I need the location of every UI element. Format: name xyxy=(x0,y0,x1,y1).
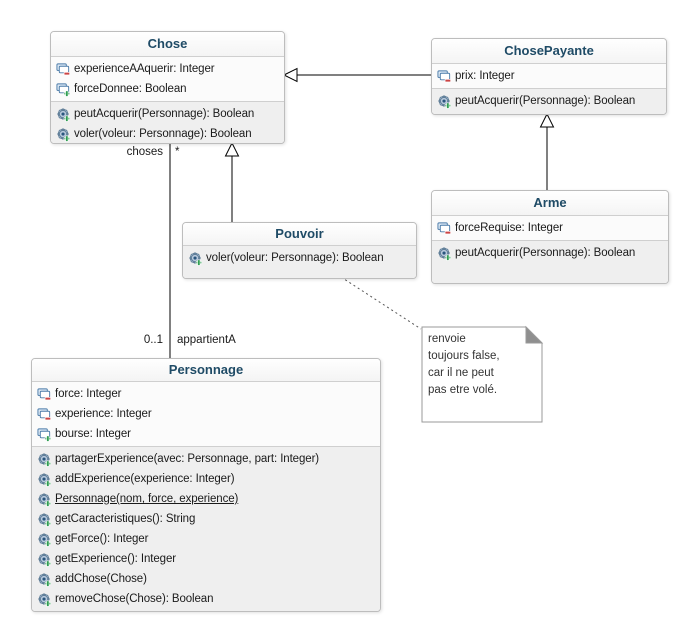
operations-compartment: voler(voleur: Personnage): Boolean xyxy=(183,246,416,278)
class-title: Arme xyxy=(432,191,668,216)
uml-operation-row: peutAcquerir(Personnage): Boolean xyxy=(432,243,668,263)
operation-public-icon xyxy=(37,572,52,587)
member-label: forceRequise: Integer xyxy=(455,222,563,234)
operation-public-icon xyxy=(188,251,203,266)
member-label: removeChose(Chose): Boolean xyxy=(55,593,214,605)
member-label: experience: Integer xyxy=(55,408,152,420)
operation-public-icon xyxy=(37,592,52,607)
member-label: prix: Integer xyxy=(455,70,515,82)
uml-attribute-row: force: Integer xyxy=(32,384,380,404)
note-anchor-dotted-line xyxy=(340,276,422,330)
member-label: getForce(): Integer xyxy=(55,533,149,545)
operations-compartment: peutAcquerir(Personnage): Boolean xyxy=(432,89,666,114)
operation-public-icon xyxy=(437,246,452,261)
member-label: experienceAAquerir: Integer xyxy=(74,63,215,75)
class-chose[interactable]: Chose experienceAAquerir: Integer forceD… xyxy=(50,31,285,144)
uml-operation-row: addChose(Chose) xyxy=(32,569,380,589)
hollow-triangle-arrowhead xyxy=(282,67,298,83)
uml-note[interactable]: renvoie toujours false, car il ne peut p… xyxy=(428,331,534,399)
attributes-compartment: forceRequise: Integer xyxy=(432,216,668,241)
class-title: ChosePayante xyxy=(432,39,666,64)
uml-operation-row: getExperience(): Integer xyxy=(32,549,380,569)
operation-public-icon xyxy=(56,127,71,142)
uml-operation-row: getForce(): Integer xyxy=(32,529,380,549)
operations-compartment: partagerExperience(avec: Personnage, par… xyxy=(32,447,380,611)
association-multiplicity-star: * xyxy=(175,146,180,158)
attribute-private-icon xyxy=(56,62,71,77)
member-label: partagerExperience(avec: Personnage, par… xyxy=(55,453,320,465)
member-label: peutAcquerir(Personnage): Boolean xyxy=(455,247,636,259)
member-label: voler(voleur: Personnage): Boolean xyxy=(206,252,384,264)
operation-public-icon xyxy=(37,532,52,547)
attribute-private-icon xyxy=(37,407,52,422)
uml-operation-row: Personnage(nom, force, experience) xyxy=(32,489,380,509)
member-label: peutAcquerir(Personnage): Boolean xyxy=(74,108,255,120)
uml-attribute-row: bourse: Integer xyxy=(32,424,380,444)
class-title: Pouvoir xyxy=(183,223,416,246)
attribute-public-icon xyxy=(37,427,52,442)
class-chosepayante[interactable]: ChosePayante prix: Integer peutAcquerir(… xyxy=(431,38,667,115)
operations-compartment: peutAcquerir(Personnage): Boolean voler(… xyxy=(51,102,284,144)
operation-public-icon xyxy=(37,552,52,567)
member-label: forceDonnee: Boolean xyxy=(74,83,187,95)
operation-public-icon xyxy=(37,512,52,527)
member-label: bourse: Integer xyxy=(55,428,131,440)
generalization-chosepayante-to-chose xyxy=(282,67,431,83)
uml-operation-row: addExperience(experience: Integer) xyxy=(32,469,380,489)
class-title: Personnage xyxy=(32,359,380,382)
note-line: car il ne peut xyxy=(428,367,494,379)
member-label: addExperience(experience: Integer) xyxy=(55,473,235,485)
uml-operation-row: getCaracteristiques(): String xyxy=(32,509,380,529)
attribute-private-icon xyxy=(437,221,452,236)
uml-attribute-row: experience: Integer xyxy=(32,404,380,424)
attributes-compartment: prix: Integer xyxy=(432,64,666,89)
class-title: Chose xyxy=(51,32,284,57)
member-label: force: Integer xyxy=(55,388,122,400)
generalization-pouvoir-to-chose xyxy=(224,141,240,222)
attribute-public-icon xyxy=(56,82,71,97)
operation-public-icon xyxy=(37,452,52,467)
uml-operation-row: partagerExperience(avec: Personnage, par… xyxy=(32,449,380,469)
class-arme[interactable]: Arme forceRequise: Integer peutAcquerir(… xyxy=(431,190,669,284)
attributes-compartment: force: Integer experience: Integer bours… xyxy=(32,382,380,447)
uml-operation-row: removeChose(Chose): Boolean xyxy=(32,589,380,609)
association-multiplicity-0-1: 0..1 xyxy=(143,334,163,346)
operation-public-icon xyxy=(37,492,52,507)
member-label: getExperience(): Integer xyxy=(55,553,176,565)
hollow-triangle-arrowhead xyxy=(539,112,555,128)
member-label: voler(voleur: Personnage): Boolean xyxy=(74,128,252,140)
hollow-triangle-arrowhead xyxy=(224,141,240,157)
note-line: pas etre volé. xyxy=(428,384,498,396)
uml-attribute-row: forceDonnee: Boolean xyxy=(51,79,284,99)
uml-operation-row: voler(voleur: Personnage): Boolean xyxy=(183,248,416,268)
member-label: addChose(Chose) xyxy=(55,573,147,585)
operation-public-icon xyxy=(56,107,71,122)
association-name-appartienta: appartientA xyxy=(177,334,236,346)
note-line: toujours false, xyxy=(428,350,500,362)
member-label-constructor: Personnage(nom, force, experience) xyxy=(55,493,239,505)
uml-operation-row: peutAcquerir(Personnage): Boolean xyxy=(51,104,284,124)
generalization-arme-to-chosepayante xyxy=(539,112,555,190)
operation-public-icon xyxy=(37,472,52,487)
operations-compartment: peutAcquerir(Personnage): Boolean xyxy=(432,241,668,283)
note-line: renvoie xyxy=(428,333,466,345)
class-personnage[interactable]: Personnage force: Integer experience: In… xyxy=(31,358,381,612)
member-label: peutAcquerir(Personnage): Boolean xyxy=(455,95,636,107)
uml-attribute-row: prix: Integer xyxy=(432,66,666,86)
association-role-label-choses: choses xyxy=(126,146,163,158)
member-label: getCaracteristiques(): String xyxy=(55,513,196,525)
uml-operation-row: peutAcquerir(Personnage): Boolean xyxy=(432,91,666,111)
uml-attribute-row: experienceAAquerir: Integer xyxy=(51,59,284,79)
operation-public-icon xyxy=(437,94,452,109)
uml-operation-row: voler(voleur: Personnage): Boolean xyxy=(51,124,284,144)
uml-attribute-row: forceRequise: Integer xyxy=(432,218,668,238)
attributes-compartment: experienceAAquerir: Integer forceDonnee:… xyxy=(51,57,284,102)
attribute-private-icon xyxy=(437,69,452,84)
class-pouvoir[interactable]: Pouvoir voler(voleur: Personnage): Boole… xyxy=(182,222,417,279)
attribute-private-icon xyxy=(37,387,52,402)
